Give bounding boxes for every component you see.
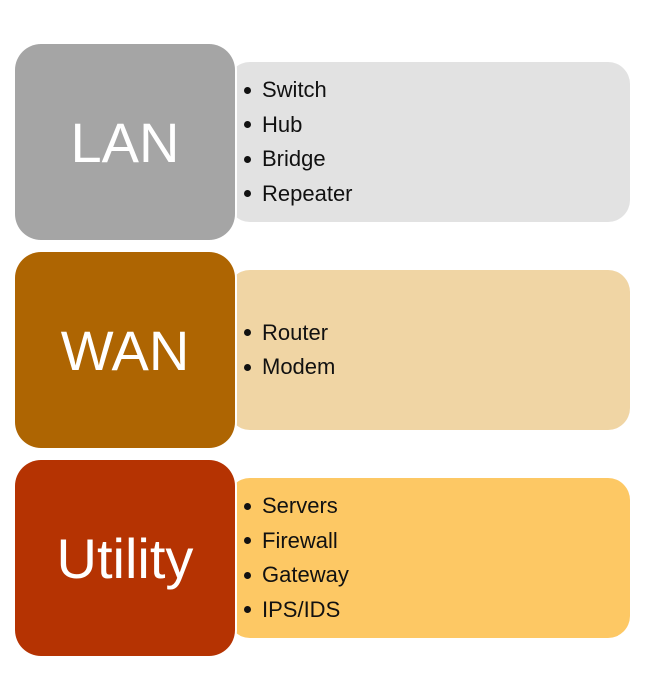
lan-items-list: Switch Hub Bridge Repeater xyxy=(244,73,630,211)
bullet-icon xyxy=(244,155,251,163)
item-label: Switch xyxy=(262,77,327,102)
group-utility: Servers Firewall Gateway IPS/IDS Utility xyxy=(0,460,653,656)
bullet-icon xyxy=(244,537,251,545)
list-item: Repeater xyxy=(244,177,630,212)
item-label: Servers xyxy=(262,493,338,518)
bullet-icon xyxy=(244,502,251,510)
item-label: Gateway xyxy=(262,562,349,587)
list-item: Firewall xyxy=(244,524,630,559)
bullet-icon xyxy=(244,86,251,94)
utility-items-panel: Servers Firewall Gateway IPS/IDS xyxy=(228,478,630,638)
wan-items-panel: Router Modem xyxy=(228,270,630,430)
item-label: Router xyxy=(262,319,329,345)
group-wan: Router Modem WAN xyxy=(0,252,653,448)
utility-items-list: Servers Firewall Gateway IPS/IDS xyxy=(244,489,630,627)
list-item: Modem xyxy=(244,350,630,385)
list-item: Bridge xyxy=(244,142,630,177)
lan-label: LAN xyxy=(70,110,180,174)
list-item: Switch xyxy=(244,73,630,108)
item-label: Modem xyxy=(262,354,336,379)
lan-items-panel: Switch Hub Bridge Repeater xyxy=(228,62,630,222)
item-label: Bridge xyxy=(262,146,326,171)
utility-block: Utility xyxy=(15,460,235,656)
item-label: IPS/IDS xyxy=(262,596,341,622)
item-label: Repeater xyxy=(262,180,353,206)
list-item: IPS/IDS xyxy=(244,593,630,628)
bullet-icon xyxy=(244,571,251,579)
list-item: Gateway xyxy=(244,558,630,593)
wan-block: WAN xyxy=(15,252,235,448)
list-item: Hub xyxy=(244,108,630,143)
group-lan: Switch Hub Bridge Repeater LAN xyxy=(0,44,653,240)
bullet-icon xyxy=(244,329,251,337)
bullet-icon xyxy=(244,606,251,614)
bullet-icon xyxy=(244,363,251,371)
list-item: Router xyxy=(244,316,630,351)
utility-label: Utility xyxy=(56,526,194,590)
wan-label: WAN xyxy=(60,318,190,382)
item-label: Hub xyxy=(262,111,303,137)
bullet-icon xyxy=(244,190,251,198)
wan-items-list: Router Modem xyxy=(244,316,630,385)
bullet-icon xyxy=(244,121,251,129)
item-label: Firewall xyxy=(262,527,338,553)
lan-block: LAN xyxy=(15,44,235,240)
list-item: Servers xyxy=(244,489,630,524)
